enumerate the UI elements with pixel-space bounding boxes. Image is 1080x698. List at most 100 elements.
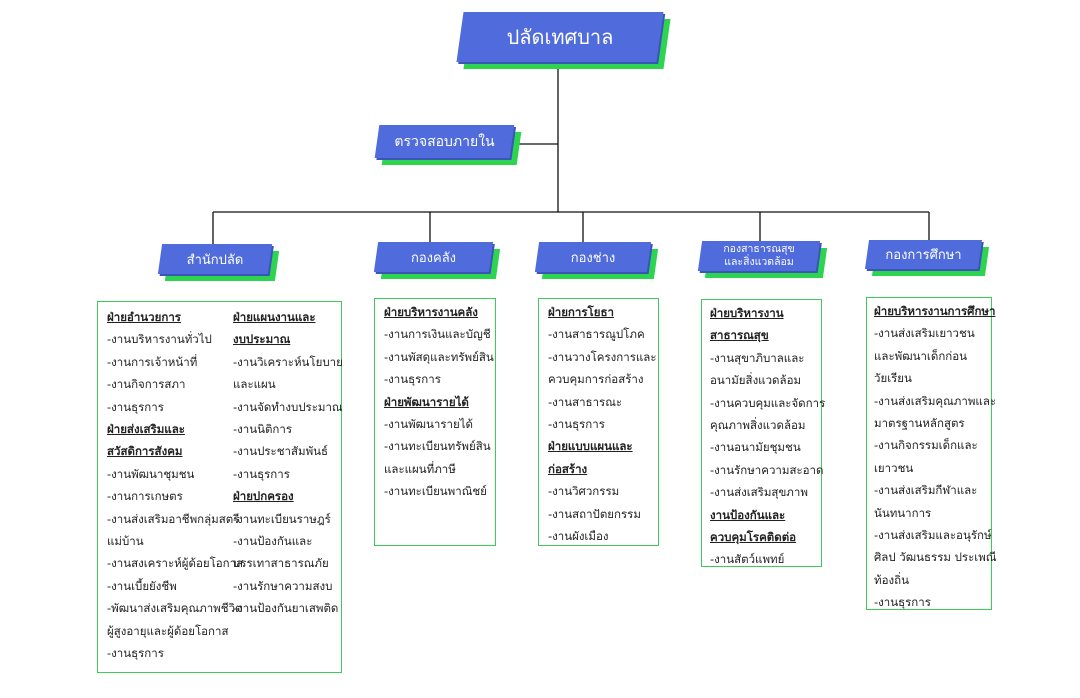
division-health-label: กองสาธารณสุข และสิ่งแวดล้อม — [700, 241, 818, 271]
task-item: -งานธุรการ — [107, 399, 164, 414]
task-item: -งานพัฒนารายได้ — [384, 417, 473, 432]
task-item: อนามัยสิ่งแวดล้อม — [710, 373, 802, 388]
task-item: -งานอนามัยชุมชน — [710, 440, 801, 455]
section-heading: ฝ่ายแบบแผนและ — [548, 439, 633, 454]
task-item: -งานป้องกันยาเสพติด — [233, 601, 339, 616]
division-health-label-line1: กองสาธารณสุข — [723, 243, 795, 255]
task-item: -งานนิติการ — [233, 422, 293, 437]
section-heading: งบประมาณ — [233, 332, 291, 347]
office-col2: ฝ่ายแผนงานและงบประมาณ -งานวิเคราะห์นโยบาย… — [233, 306, 343, 620]
task-item: -งานกิจการสภา — [107, 377, 186, 392]
task-item: -งานส่งเสริมและอนุรักษ์ — [874, 528, 992, 543]
task-item: -งานทะเบียนราษฎร์ — [233, 511, 331, 526]
section-heading: ฝ่ายบริหารงานการศึกษา — [874, 304, 996, 318]
task-item: -งานการเงินและบัญชี — [384, 327, 491, 342]
task-item: -งานสถาปัตยกรรม — [548, 506, 641, 521]
section-heading: ควบคุมโรคติดต่อ — [710, 530, 797, 545]
task-item: -งานธุรการ — [107, 646, 164, 661]
task-item: บรรเทาสาธารณภัย — [233, 556, 329, 571]
task-item: ผู้สูงอายุและผู้ด้อยโอกาส — [107, 623, 229, 638]
section-heading: ฝ่ายปกครอง — [233, 489, 294, 504]
division-finance-label: กองคลัง — [410, 250, 457, 266]
section-heading: สวัสดิการสังคม — [107, 444, 183, 459]
task-item: -งานธุรการ — [548, 417, 605, 432]
mayor-clerk-node: ปลัดเทศบาล — [456, 12, 671, 69]
task-item: -งานสาธารณูปโภค — [548, 327, 645, 342]
task-item: คุณภาพสิ่งแวดล้อม — [710, 418, 806, 433]
task-item: -งานส่งเสริมสุขภาพ — [710, 485, 808, 500]
task-item: -งานควบคุมและจัดการ — [710, 395, 826, 410]
office-detail-box: ฝ่ายอำนวยการ -งานบริหารงานทั่วไป -งานการเจ… — [97, 301, 343, 673]
division-office-node: สำนักปลัด — [157, 244, 280, 281]
division-health-label-line2: และสิ่งแวดล้อม — [724, 256, 794, 268]
division-engineering-node: กองช่าง — [534, 242, 659, 279]
section-heading: ฝ่ายบริหารงาน — [710, 306, 784, 320]
task-item: ควบคุมการก่อสร้าง — [548, 372, 644, 387]
task-item: -งานกิจกรรมเด็กและ — [874, 438, 978, 453]
task-item: -งานสาธารณะ — [548, 394, 623, 409]
task-item: แม่บ้าน — [107, 534, 144, 549]
engineering-detail-box: ฝ่ายการโยธา -งานสาธารณูปโภค -งานวางโครงการ… — [538, 298, 659, 546]
section-heading: ฝ่ายส่งเสริมและ — [107, 422, 185, 437]
division-office-label: สำนักปลัด — [186, 252, 244, 268]
section-heading: ก่อสร้าง — [548, 461, 588, 476]
task-item: -งานสัตว์แพทย์ — [710, 552, 785, 567]
section-heading: งานป้องกันและ — [710, 507, 786, 522]
task-item: -งานการเจ้าหน้าที่ — [107, 354, 198, 369]
task-item: -งานธุรการ — [233, 466, 290, 481]
section-heading: ฝ่ายบริหารงานคลัง — [384, 305, 478, 319]
division-finance-node: กองคลัง — [373, 242, 501, 279]
task-item: -งานรักษาความสงบ — [233, 578, 333, 593]
section-heading: ฝ่ายพัฒนารายได้ — [384, 394, 469, 409]
task-item: -งานธุรการ — [874, 595, 931, 610]
task-item: -งานผังเมือง — [548, 529, 609, 544]
education-detail-box: ฝ่ายบริหารงานการศึกษา -งานส่งเสริมเยาวชนแ… — [866, 297, 997, 610]
task-item: -งานสงเคราะห์ผู้ด้อยโอกาส — [107, 556, 244, 571]
office-col1: ฝ่ายอำนวยการ -งานบริหารงานทั่วไป -งานการเจ… — [107, 306, 243, 665]
task-item: -งานการเกษตร — [107, 489, 183, 504]
task-item: ศิลป วัฒนธรรม ประเพณี — [874, 550, 997, 565]
task-item: -งานส่งเสริมอาชีพกลุ่มสตรี — [107, 511, 240, 526]
internal-audit-node: ตรวจสอบภายใน — [374, 125, 522, 165]
task-item: -งานประชาสัมพันธ์ — [233, 444, 329, 459]
section-heading: สาธารณสุข — [710, 328, 769, 343]
task-item: -งานวิเคราะห์นโยบาย — [233, 354, 343, 369]
task-item: และแผนที่ภาษี — [384, 461, 456, 476]
section-heading: ฝ่ายการโยธา — [548, 305, 614, 319]
task-item: -งานจัดทำงบประมาณ — [233, 399, 343, 414]
task-item: -งานทะเบียนทรัพย์สิน — [384, 439, 491, 454]
task-item: -งานบริหารงานทั่วไป — [107, 332, 212, 347]
task-item: -งานธุรการ — [384, 372, 441, 387]
division-education-node: กองการศึกษา — [864, 240, 990, 276]
task-item: -งานส่งเสริมกีฬาและ — [874, 483, 978, 498]
task-item: เยาวชน — [874, 460, 914, 475]
task-item: วัยเรียน — [874, 371, 912, 386]
division-health-node: กองสาธารณสุข และสิ่งแวดล้อม — [697, 241, 828, 278]
task-item: และแผน — [233, 377, 276, 392]
section-heading: ฝ่ายแผนงานและ — [233, 310, 316, 324]
internal-audit-label: ตรวจสอบภายใน — [394, 133, 495, 150]
task-item: -งานทะเบียนพาณิชย์ — [384, 484, 487, 499]
task-item: -งานส่งเสริมเยาวชน — [874, 326, 975, 341]
task-item: -งานส่งเสริมคุณภาพและ — [874, 393, 997, 408]
task-item: -งานวางโครงการและ — [548, 349, 657, 364]
health-detail-box: ฝ่ายบริหารงานสาธารณสุข -งานสุขาภิบาลและอน… — [701, 299, 826, 567]
task-item: และพัฒนาเด็กก่อน — [874, 348, 968, 363]
task-item: -งานป้องกันและ — [233, 534, 313, 549]
division-education-label: กองการศึกษา — [885, 248, 962, 263]
task-item: -งานสุขาภิบาลและ — [710, 350, 805, 365]
task-item: -งานรักษาความสะอาด — [710, 462, 824, 477]
task-item: -งานเบี้ยยังชีพ — [107, 578, 177, 593]
task-item: ท้องถิ่น — [874, 572, 909, 587]
division-engineering-label: กองช่าง — [570, 250, 616, 266]
task-item: -พัฒนาส่งเสริมคุณภาพชีวิต — [107, 601, 243, 616]
finance-detail-box: ฝ่ายบริหารงานคลัง -งานการเงินและบัญชี -งาน… — [374, 298, 496, 546]
mayor-clerk-label: ปลัดเทศบาล — [506, 25, 614, 49]
task-item: -งานพัสดุและทรัพย์สิน — [384, 349, 494, 364]
task-item: -งานพัฒนาชุมชน — [107, 466, 195, 481]
section-heading: ฝ่ายอำนวยการ — [107, 310, 181, 324]
task-item: นันทนาการ — [874, 505, 932, 520]
task-item: มาตรฐานหลักสูตร — [874, 416, 965, 431]
task-item: -งานวิศวกรรม — [548, 484, 620, 499]
